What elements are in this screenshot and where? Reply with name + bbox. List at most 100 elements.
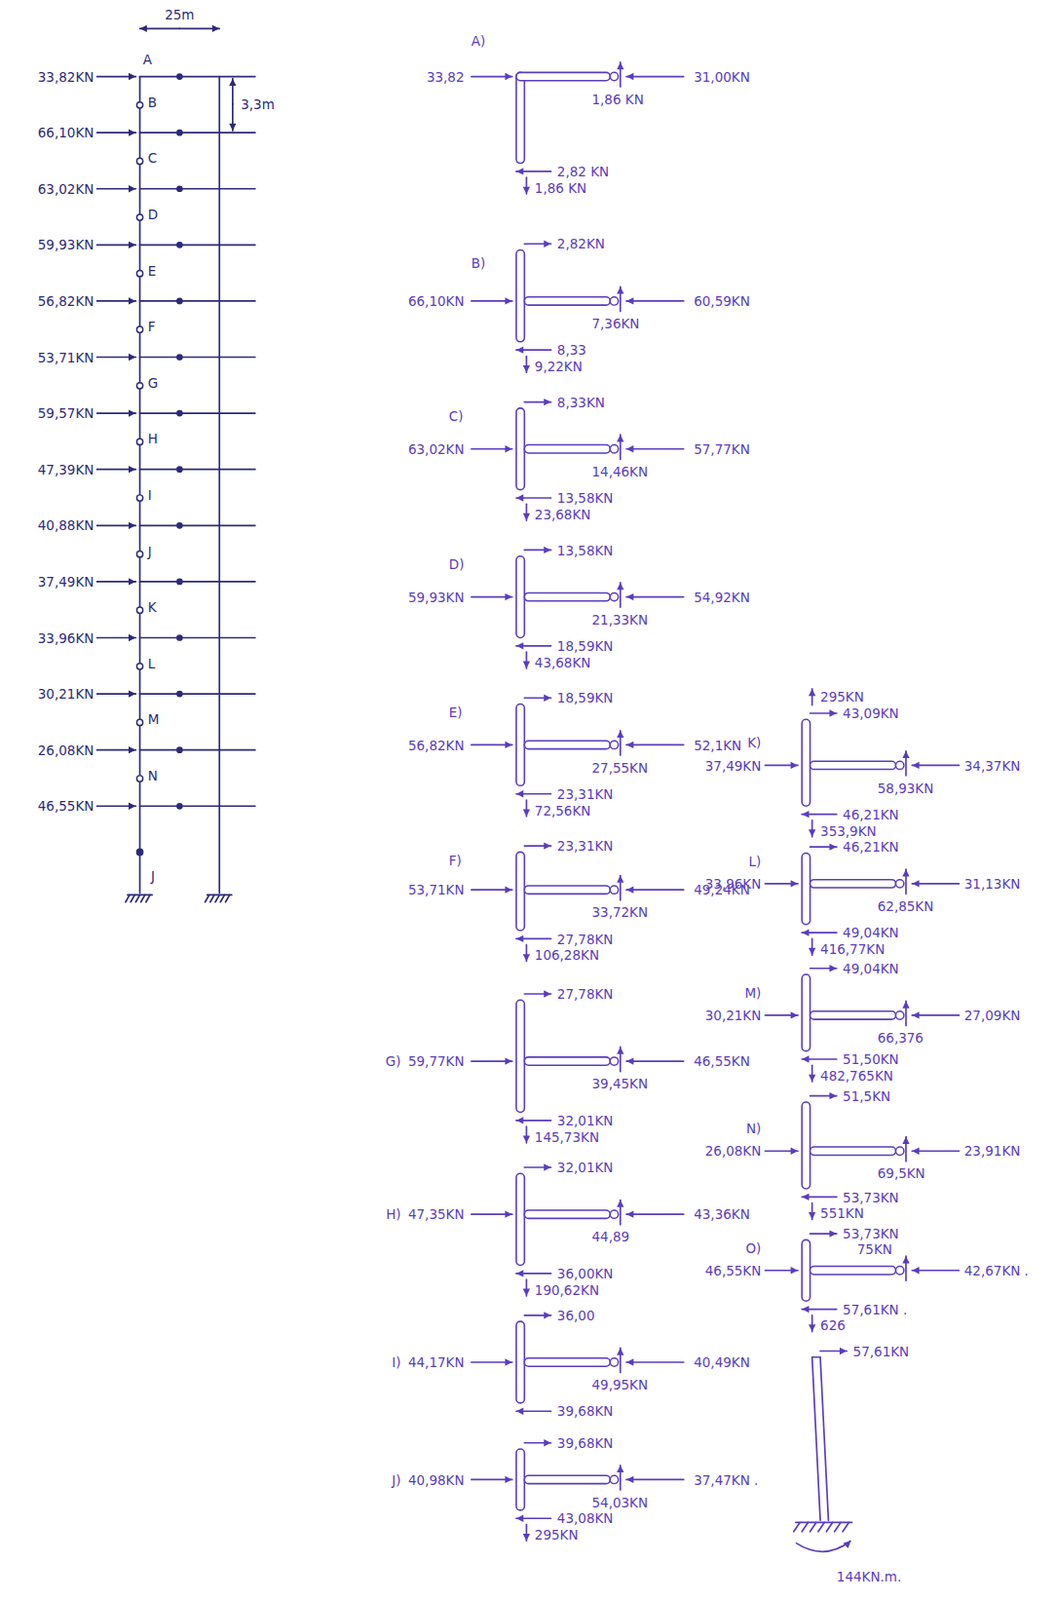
force-label: 7,36KN [591,316,640,332]
arrow-head [902,1255,909,1263]
force-label: 23,31KN [557,838,614,854]
arrow-head [523,808,530,816]
force-label: 36,00 [557,1308,596,1323]
force-label: 44,89 [591,1229,630,1245]
hinge-circle [136,775,143,782]
arrow-head [616,62,624,70]
force-label: 53,71KN [408,882,465,898]
beam-line [140,356,256,359]
force-arrow [626,448,684,451]
arrow-head [516,641,524,649]
arrow-head [523,1288,530,1296]
hinge-circle [896,1146,905,1155]
arrow-head [616,1347,624,1355]
arrow-head [128,689,136,697]
arrow-head [504,885,512,893]
force-arrow [626,1212,684,1215]
column-member [516,408,525,491]
hinge-dot [136,848,143,855]
beam-line [140,75,256,78]
frame-label: 46,55KN [37,798,95,814]
force-label: 27,78KN [557,986,614,1002]
arrow-head [128,353,136,361]
hinge-circle [136,663,143,670]
force-label: 2,82 KN [557,164,609,180]
arrow-head [543,398,551,406]
force-label: 190,62KN [534,1282,600,1297]
frame-label: L [148,655,156,671]
force-label: 60,59KN [693,294,751,309]
arrow-head [516,1407,524,1415]
force-label: 26,08KN [705,1143,762,1159]
frame-label: 53,71KN [37,349,95,365]
frame-label: 26,08KN [37,742,95,757]
arrow-head [911,761,919,769]
arrow-head [523,1135,530,1143]
arrow-head [616,1200,624,1207]
arrow-head [523,1533,530,1541]
arrow-head [128,577,136,585]
arrow-head [543,546,551,554]
force-label: 8,33 [557,342,587,358]
arrow-head [808,1323,816,1331]
hinge-circle [896,879,905,888]
force-label: 18,59KN [557,639,614,654]
force-label: 54,03KN [591,1494,648,1509]
beam-line [140,131,256,134]
arrow-head [504,1056,512,1064]
support-hatch [141,894,146,902]
force-arrow [626,1059,684,1062]
beam-member [524,1474,610,1483]
force-label: 39,68KN [557,1435,614,1451]
hinge-dot [177,747,183,753]
support-hatch [215,894,220,902]
arrow-head [626,593,634,601]
arrow-head [516,167,524,175]
arrow-head [808,1211,816,1219]
hinge-circle [896,1011,905,1019]
frame-label: I [148,488,152,503]
support-hatch [220,894,225,902]
column-member [516,1448,525,1510]
hinge-circle [136,157,143,164]
force-label: H) [385,1206,401,1222]
frame-label: 33,82KN [37,69,95,84]
arrow-head [543,1438,551,1446]
arrow-head [801,928,809,936]
beam-line [140,188,256,190]
hinge-dot [177,242,183,248]
support-hatch [818,1521,825,1531]
force-label: 18,59KN [557,690,614,706]
frame-label: M [148,712,160,727]
frame-label: E [148,263,157,278]
force-label: D) [449,557,465,572]
arrow-head [791,879,798,887]
hinge-dot [177,690,183,696]
beam-member [524,885,610,894]
force-label: 33,72KN [591,905,648,920]
force-label: 23,31KN [557,786,614,801]
column-member [820,1357,829,1521]
force-label: A) [471,33,487,48]
beam-member [524,740,610,749]
force-label: 49,04KN [842,961,900,977]
force-label: 1,86 KN [591,91,643,107]
force-label: E) [449,705,463,720]
force-arrow [626,300,684,302]
arrow-head [829,843,836,851]
frame-label: J [148,543,152,559]
arrow-head [626,1357,634,1365]
force-label: 39,45KN [591,1076,648,1092]
arrow-head [504,445,512,453]
arrow-head [626,1209,634,1217]
frame-label: 40,88KN [37,518,95,533]
arrow-head [504,73,512,80]
frame-label: 3,3m [240,96,275,112]
arrow-head [523,187,530,194]
column-member [516,1172,525,1265]
hinge-dot [177,186,183,191]
force-label: 27,09KN [964,1008,1021,1023]
support-hatch [146,894,151,902]
arrow-head [128,241,136,249]
hinge-dot [177,466,183,472]
